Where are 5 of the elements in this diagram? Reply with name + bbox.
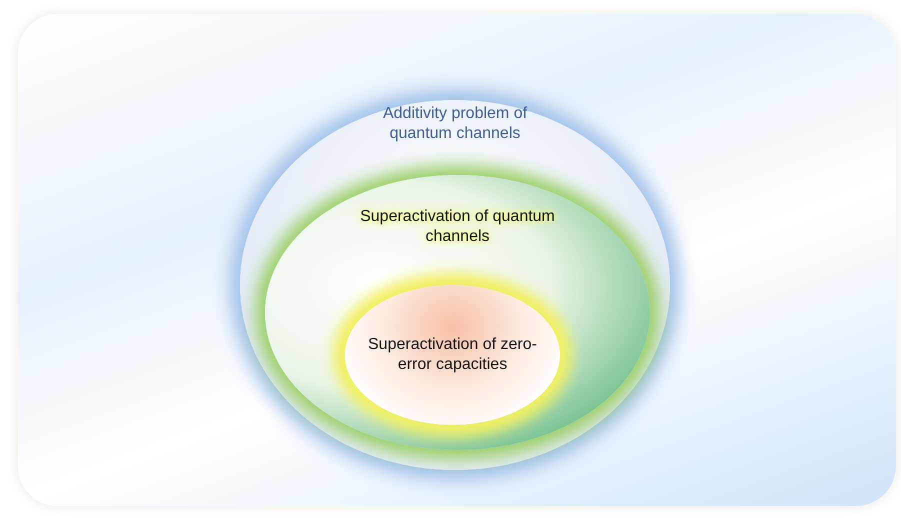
set-label: Superactivation of quantum channels <box>359 207 556 247</box>
set-label: Additivity problem of quantum channels <box>382 104 528 144</box>
set-label: Superactivation of zero-error capacities <box>367 335 538 375</box>
middle-ellipse <box>265 175 650 450</box>
inner-ellipse <box>345 285 560 425</box>
